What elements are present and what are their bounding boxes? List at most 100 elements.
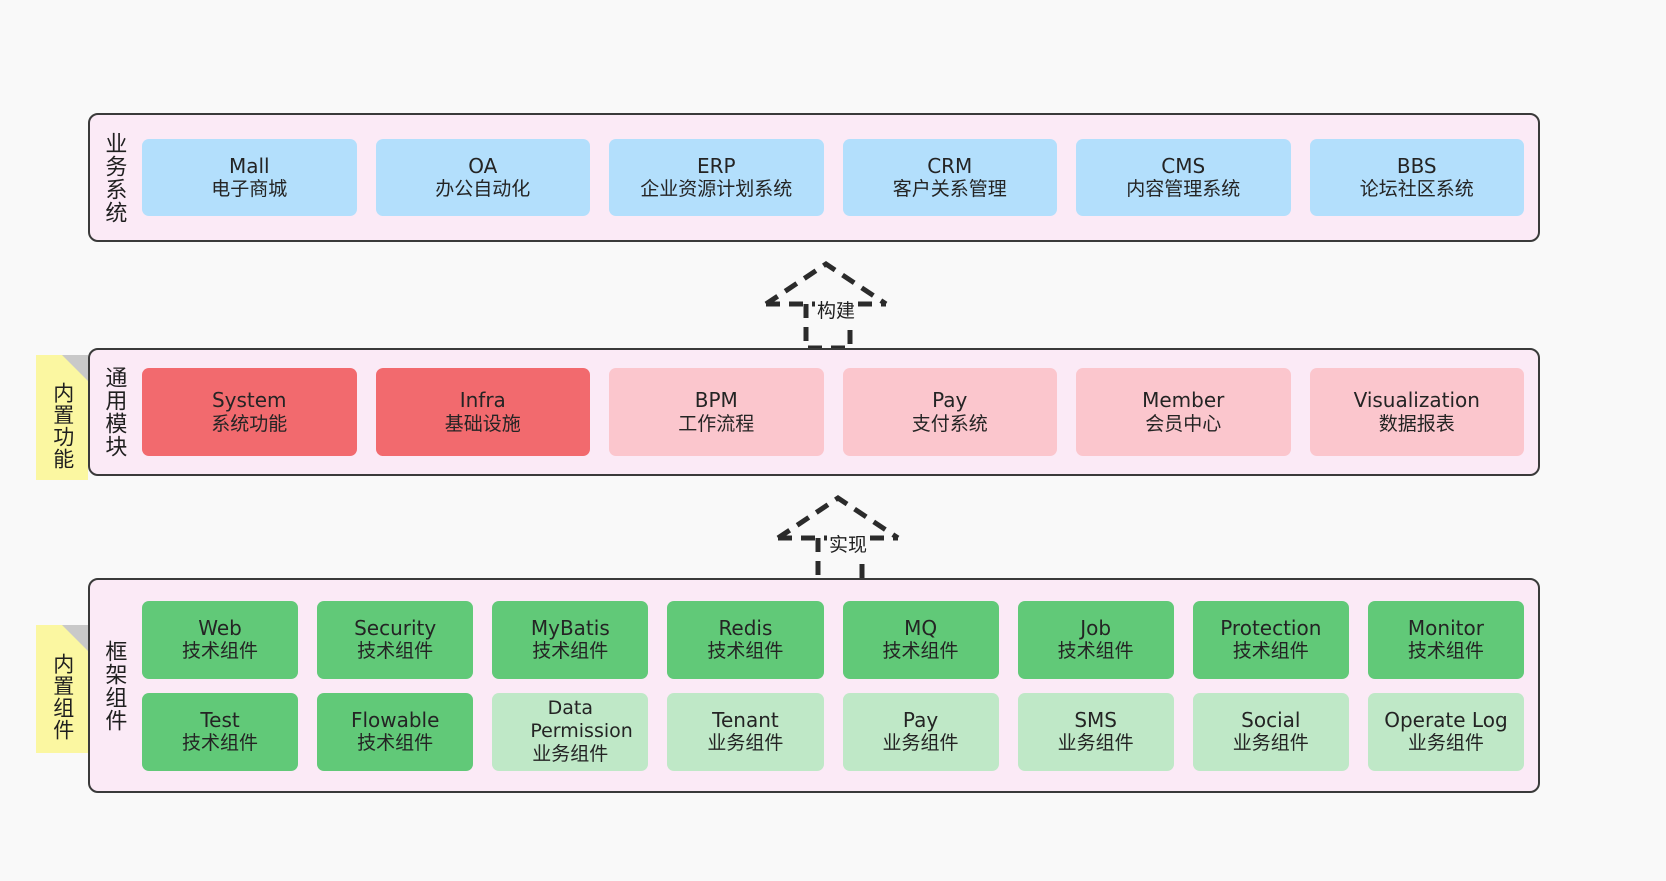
module-card-flowable[interactable]: Flowable 技术组件	[317, 692, 474, 771]
folded-corner-icon	[62, 355, 88, 381]
module-name: Protection	[1220, 615, 1322, 640]
module-row: Web 技术组件 Security 技术组件 MyBatis 技术组件 Redi…	[142, 600, 1524, 679]
module-card-pay[interactable]: Pay 支付系统	[842, 368, 1057, 456]
module-subtitle: 技术组件	[1407, 640, 1484, 663]
module-subtitle: 支付系统	[911, 412, 988, 435]
module-subtitle: 业务组件	[882, 732, 959, 755]
folded-corner-icon	[62, 625, 88, 651]
module-card-mq[interactable]: MQ 技术组件	[842, 600, 999, 679]
layer-title-common: 通用模块	[101, 366, 127, 458]
module-card-sms[interactable]: SMS 业务组件	[1017, 692, 1174, 771]
layer-body-common: System 系统功能 Infra 基础设施 BPM 工作流程 Pay 支付系统…	[136, 350, 1538, 474]
module-subtitle: 论坛社区系统	[1359, 178, 1474, 201]
module-name: Operate Log	[1384, 707, 1508, 732]
module-subtitle: 技术组件	[357, 640, 434, 663]
module-card-infra[interactable]: Infra 基础设施	[375, 368, 590, 456]
sticky-note-builtin-function[interactable]: 内置功能	[36, 355, 88, 480]
relation-label-build: 构建	[815, 296, 858, 323]
module-subtitle: 工作流程	[678, 412, 755, 435]
module-row: System 系统功能 Infra 基础设施 BPM 工作流程 Pay 支付系统…	[142, 368, 1524, 456]
layer-body-business: Mall 电子商城 OA 办公自动化 ERP 企业资源计划系统 CRM 客户关系…	[136, 115, 1538, 240]
module-name: Mall	[228, 153, 270, 178]
module-subtitle: 业务组件	[707, 732, 784, 755]
module-subtitle: 系统功能	[211, 412, 288, 435]
layer-business-system: 业务系统 Mall 电子商城 OA 办公自动化 ERP 企业资源计划系统 CRM…	[88, 113, 1540, 242]
module-card-monitor[interactable]: Monitor 技术组件	[1367, 600, 1524, 679]
module-name: Redis	[718, 615, 773, 640]
module-card-pay-business[interactable]: Pay 业务组件	[842, 692, 999, 771]
module-subtitle: 技术组件	[182, 732, 259, 755]
module-subtitle: 内容管理系统	[1126, 178, 1241, 201]
module-card-visualization[interactable]: Visualization 数据报表	[1309, 368, 1524, 456]
module-card-member[interactable]: Member 会员中心	[1076, 368, 1291, 456]
module-card-cms[interactable]: CMS 内容管理系统	[1076, 139, 1291, 216]
module-name: SMS	[1074, 707, 1118, 732]
module-subtitle: 技术组件	[182, 640, 259, 663]
module-name: Pay	[932, 388, 968, 413]
sticky-note-label: 内置组件	[50, 653, 75, 741]
module-card-erp[interactable]: ERP 企业资源计划系统	[609, 139, 824, 216]
module-card-web[interactable]: Web 技术组件	[142, 600, 299, 679]
module-card-protection[interactable]: Protection 技术组件	[1192, 600, 1349, 679]
module-subtitle: 办公自动化	[435, 178, 531, 201]
module-card-system[interactable]: System 系统功能	[142, 368, 357, 456]
module-card-data-permission[interactable]: Data Permission 业务组件	[492, 692, 649, 771]
module-subtitle: 客户关系管理	[892, 178, 1007, 201]
module-name: Tenant	[712, 707, 779, 732]
module-name: OA	[468, 153, 498, 178]
module-name: Monitor	[1407, 615, 1484, 640]
module-name: Member	[1142, 388, 1225, 413]
relation-arrow-implement: 实现	[772, 492, 952, 585]
module-name: BBS	[1396, 153, 1437, 178]
module-card-bpm[interactable]: BPM 工作流程	[609, 368, 824, 456]
module-name: ERP	[696, 153, 736, 178]
module-subtitle: 业务组件	[1232, 732, 1309, 755]
module-card-oa[interactable]: OA 办公自动化	[375, 139, 590, 216]
module-card-mybatis[interactable]: MyBatis 技术组件	[492, 600, 649, 679]
module-name: Social	[1241, 707, 1301, 732]
module-subtitle: 技术组件	[357, 732, 434, 755]
module-name: Web	[198, 615, 242, 640]
sticky-note-builtin-component[interactable]: 内置组件	[36, 625, 88, 753]
module-subtitle: 基础设施	[444, 412, 521, 435]
module-card-tenant[interactable]: Tenant 业务组件	[667, 692, 824, 771]
module-subtitle: 企业资源计划系统	[640, 178, 793, 201]
layer-title-business: 业务系统	[101, 131, 127, 224]
module-card-test[interactable]: Test 技术组件	[142, 692, 299, 771]
module-name: Flowable	[350, 707, 440, 732]
module-card-crm[interactable]: CRM 客户关系管理	[842, 139, 1057, 216]
module-card-job[interactable]: Job 技术组件	[1017, 600, 1174, 679]
module-subtitle: 技术组件	[707, 640, 784, 663]
module-subtitle: 会员中心	[1145, 412, 1222, 435]
module-card-social[interactable]: Social 业务组件	[1192, 692, 1349, 771]
module-name: Job	[1080, 615, 1112, 640]
sticky-note-label: 内置功能	[50, 381, 75, 470]
relation-arrow-build: 构建	[760, 258, 940, 351]
module-name: Visualization	[1353, 388, 1480, 413]
module-name: BPM	[694, 388, 738, 413]
module-name: System	[211, 388, 287, 413]
module-subtitle: 数据报表	[1378, 412, 1455, 435]
module-name: MQ	[904, 615, 938, 640]
module-card-operate-log[interactable]: Operate Log 业务组件	[1367, 692, 1524, 771]
module-subtitle: 技术组件	[1232, 640, 1309, 663]
layer-title-framework: 框架组件	[101, 639, 127, 732]
module-subtitle: 业务组件	[532, 743, 609, 766]
module-subtitle: 技术组件	[1057, 640, 1134, 663]
module-subtitle: 技术组件	[882, 640, 959, 663]
module-row: Test 技术组件 Flowable 技术组件 Data Permission …	[142, 692, 1524, 771]
module-name: MyBatis	[530, 615, 610, 640]
module-card-redis[interactable]: Redis 技术组件	[667, 600, 824, 679]
module-name: Test	[200, 707, 240, 732]
module-card-bbs[interactable]: BBS 论坛社区系统	[1309, 139, 1524, 216]
layer-framework-component: 框架组件 Web 技术组件 Security 技术组件 MyBatis 技术组件…	[88, 578, 1540, 793]
module-subtitle: 业务组件	[1057, 732, 1134, 755]
module-name: Data Permission	[530, 696, 633, 742]
module-card-security[interactable]: Security 技术组件	[317, 600, 474, 679]
module-subtitle: 业务组件	[1407, 732, 1484, 755]
module-name: CRM	[927, 153, 973, 178]
module-name: Security	[354, 615, 437, 640]
module-card-mall[interactable]: Mall 电子商城	[142, 139, 357, 216]
module-subtitle: 电子商城	[211, 178, 288, 201]
